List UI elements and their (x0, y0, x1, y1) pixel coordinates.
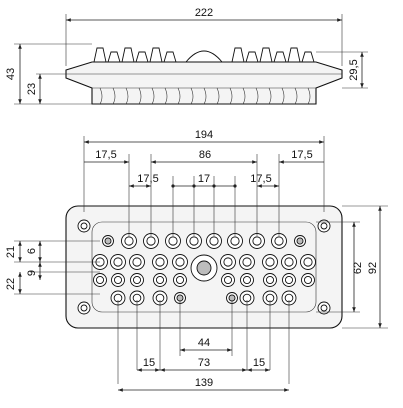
dim-left-21: 21 (5, 246, 17, 258)
side-groove (151, 87, 155, 105)
dim-side-width: 222 (195, 7, 213, 19)
side-groove (99, 87, 103, 105)
cable-entry-hole (240, 273, 254, 287)
dim-left-22: 22 (5, 278, 17, 290)
dim-bottom-15-right: 15 (253, 357, 265, 369)
side-groove (203, 87, 207, 105)
dim-front-margin-right: 17,5 (291, 149, 312, 161)
dim-front-pitch-left: 17,5 (137, 173, 158, 185)
cable-entry-hole (93, 273, 107, 287)
side-cone (245, 51, 259, 63)
cable-entry-hole (152, 254, 168, 270)
dim-side-right-height: 29,5 (348, 59, 360, 80)
dim-bottom-73: 73 (198, 357, 210, 369)
dim-left-9: 9 (26, 270, 38, 276)
cable-entry-hole (281, 254, 297, 270)
side-cone (107, 51, 121, 63)
dim-front-pitch-mid: 17 (198, 173, 210, 185)
cable-entry-hole (226, 292, 238, 304)
cable-entry-hole (263, 273, 277, 287)
cable-entry-hole (172, 254, 188, 270)
cable-entry-hole (301, 273, 315, 287)
side-groove (177, 87, 181, 105)
side-groove (294, 87, 298, 105)
cable-entry-hole (227, 233, 243, 249)
cable-entry-hole (282, 273, 296, 287)
cable-entry-hole (121, 233, 137, 249)
side-groove (229, 87, 233, 105)
side-cable-cones (93, 47, 315, 63)
side-cone (287, 47, 301, 63)
side-cone (231, 47, 245, 63)
side-cone (259, 47, 273, 63)
side-groove (216, 87, 220, 105)
cable-entry-hole (221, 273, 235, 287)
cable-entry-hole (239, 254, 255, 270)
cable-entry-hole (130, 273, 144, 287)
cable-entry-hole (220, 254, 236, 270)
dim-left-6: 6 (26, 248, 38, 254)
side-groove (112, 87, 116, 105)
side-groove (281, 87, 285, 105)
side-groove (242, 87, 246, 105)
cable-entry-hole (239, 290, 255, 306)
dim-front-pitch-86: 86 (199, 149, 211, 161)
side-groove (190, 87, 194, 105)
front-view: 194 17,5 86 17,5 17,5 17 17,5 21 (5, 129, 388, 392)
side-cone (121, 47, 135, 63)
dim-front-width: 194 (195, 129, 213, 141)
cable-entry-hole (152, 290, 168, 306)
cable-entry-hole (206, 233, 222, 249)
cable-entry-hole (110, 254, 126, 270)
cable-entry-holes (92, 233, 316, 306)
side-groove (255, 87, 259, 105)
dim-right-62: 62 (352, 262, 364, 274)
side-grooves (99, 87, 311, 105)
dim-side-total-height: 43 (5, 68, 17, 80)
dim-bottom-139: 139 (195, 377, 213, 389)
dim-front-pitch-right: 17,5 (250, 173, 271, 185)
cable-entry-hole (143, 233, 159, 249)
dim-bottom-15-left: 15 (143, 357, 155, 369)
side-groove (307, 87, 311, 105)
cable-entry-hole (186, 233, 202, 249)
cable-entry-hole (153, 273, 167, 287)
mounting-holes (77, 219, 331, 315)
side-groove (125, 87, 129, 105)
dim-front-margin-left: 17,5 (95, 149, 116, 161)
side-groove (138, 87, 142, 105)
side-cone (273, 51, 287, 63)
side-groove (164, 87, 168, 105)
side-groove (268, 87, 272, 105)
cable-entry-hole (173, 273, 187, 287)
side-view: 222 43 23 29,5 (5, 7, 368, 105)
cable-entry-hole (129, 254, 145, 270)
dim-bottom-44: 44 (198, 337, 210, 349)
cable-entry-hole (300, 254, 316, 270)
dim-side-base-height: 23 (26, 83, 38, 95)
side-cone (93, 47, 107, 63)
cable-entry-hole (111, 273, 125, 287)
side-cone (135, 51, 149, 63)
side-cone (163, 51, 177, 63)
cable-entry-hole (262, 254, 278, 270)
cable-entry-hole (294, 235, 306, 247)
side-cone (149, 47, 163, 63)
cable-entry-hole (102, 235, 114, 247)
cable-entry-hole (129, 290, 145, 306)
dim-right-92: 92 (367, 262, 379, 274)
side-cone (301, 51, 315, 63)
